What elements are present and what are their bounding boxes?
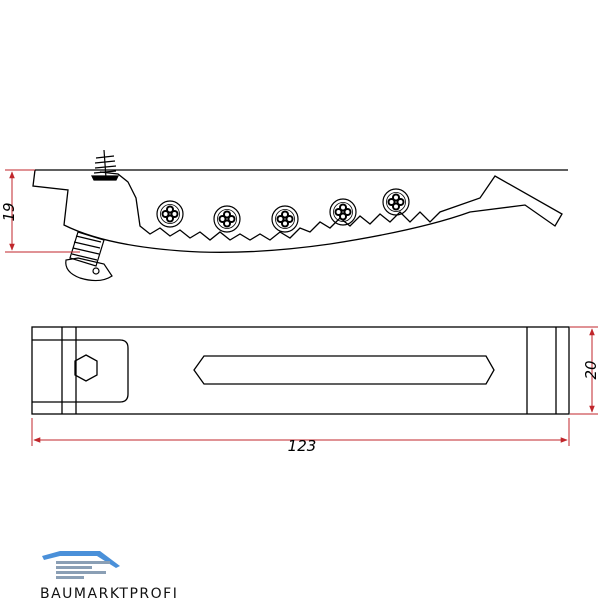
dimension-height-side: 19 [0,169,80,253]
clip-plate [32,339,129,403]
gear-pins [156,188,410,233]
dimension-height-side-label: 19 [0,202,18,221]
roof-house-logo-icon [42,551,120,579]
dimension-length: 123 [31,418,570,455]
top-view-outline [31,326,570,415]
dimension-height-top-label: 20 [582,360,600,379]
hex-nut-icon [74,354,98,382]
dimension-height-top: 20 [570,326,600,415]
pin-2 [213,205,241,233]
top-view [31,326,570,415]
slot [193,355,495,385]
side-view-body-outline [32,169,563,253]
side-view [32,169,568,253]
pin-3 [271,205,299,233]
pin-4 [329,198,357,226]
bottom-screw-icon [65,231,113,282]
brand-name: BAUMARKTPROFI [40,586,178,600]
pin-5 [382,188,410,216]
top-screw-icon [91,149,119,181]
pin-1 [156,200,184,228]
dimension-length-label: 123 [288,437,317,455]
brand-logo: BAUMARKTPROFI [40,551,178,600]
